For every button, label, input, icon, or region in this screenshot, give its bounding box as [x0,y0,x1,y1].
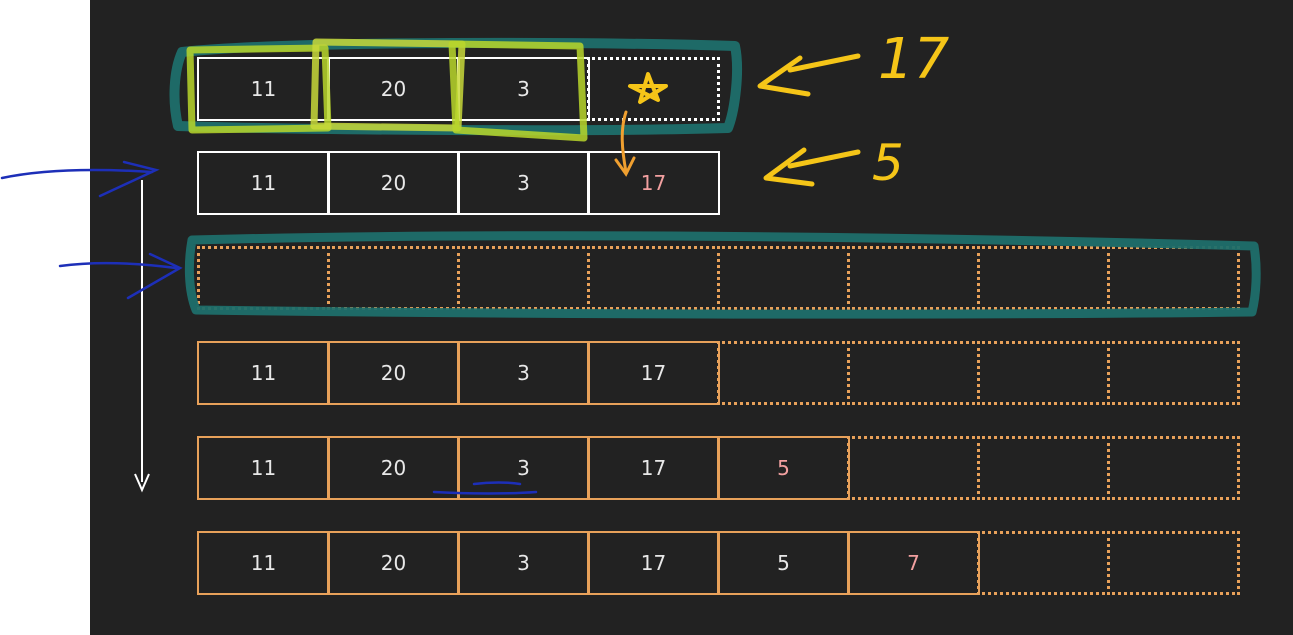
array-cell: 11 [197,151,330,215]
array-cell [1107,436,1240,500]
array-cell: 7 [847,531,980,595]
array-cell [847,436,980,500]
array-cell: 20 [327,341,460,405]
array-cell: 3 [457,341,590,405]
array-cell [977,341,1110,405]
array-cell [587,246,720,310]
array-cell [977,531,1110,595]
array-cell: 17 [587,151,720,215]
array-cell: 17 [587,436,720,500]
array-cell [717,246,850,310]
array-cell [587,57,720,121]
array-cell: 3 [457,151,590,215]
array-cell [717,341,850,405]
array-cell: 3 [457,57,590,121]
array-cell: 20 [327,531,460,595]
array-cell [977,436,1110,500]
array-cell [1107,341,1240,405]
array-cell [457,246,590,310]
array-cell [1107,246,1240,310]
array-cell: 20 [327,436,460,500]
array-cell [977,246,1110,310]
array-cell: 11 [197,436,330,500]
array-cell: 17 [587,341,720,405]
array-cell [847,246,980,310]
array-cell: 5 [717,531,850,595]
array-cell: 3 [457,436,590,500]
array-cell [1107,531,1240,595]
array-cell: 3 [457,531,590,595]
array-cell: 20 [327,151,460,215]
array-cell: 17 [587,531,720,595]
array-cell: 11 [197,57,330,121]
array-cell: 11 [197,531,330,595]
array-cell [327,246,460,310]
array-cell: 20 [327,57,460,121]
array-cell [847,341,980,405]
array-cell: 5 [717,436,850,500]
array-cell [197,246,330,310]
array-cell: 11 [197,341,330,405]
